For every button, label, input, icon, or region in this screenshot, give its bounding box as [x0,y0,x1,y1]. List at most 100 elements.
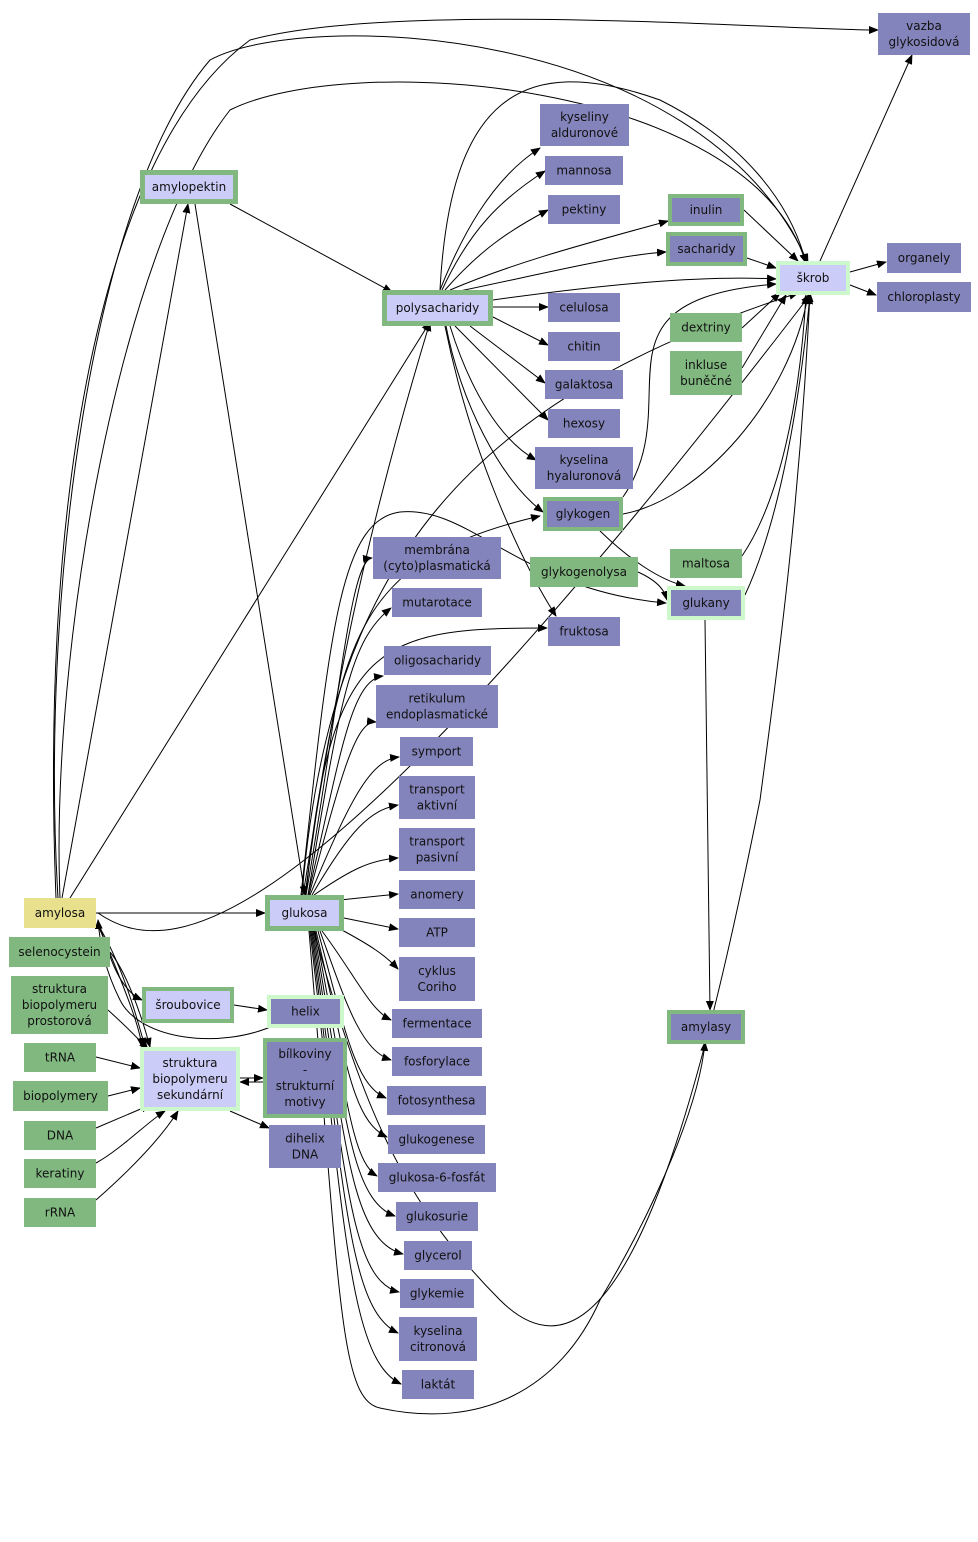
node-glukosa[interactable]: glukosa [265,895,344,931]
node-label: symport [412,745,462,759]
node-box [392,1009,482,1038]
node-label-line: celulosa [559,301,608,315]
node-celulosa[interactable]: celulosa [548,293,620,322]
node-label: keratiny [36,1167,85,1181]
node-fotosynthesa[interactable]: fotosynthesa [387,1086,486,1115]
node-glukogenese[interactable]: glukogenese [388,1125,485,1154]
node-skrob[interactable]: škrob [776,261,850,295]
node-organely[interactable]: organely [887,243,961,273]
node-glukosurie[interactable]: glukosurie [396,1202,478,1231]
node-label-line: biopolymeru [152,1072,227,1086]
node-box [24,1198,96,1227]
node-selenocystein[interactable]: selenocystein [9,937,110,967]
node-label-line: glykemie [410,1287,464,1301]
node-maltosa[interactable]: maltosa [670,549,742,578]
node-rrna[interactable]: rRNA [24,1198,96,1227]
node-label: chitin [567,340,600,354]
edge-arrow [343,917,399,932]
node-label-line: DNA [292,1148,319,1162]
node-label-line: strukturní [276,1079,335,1093]
node-mannosa[interactable]: mannosa [545,156,623,185]
node-fermentace[interactable]: fermentace [392,1009,482,1038]
edge-arrow [319,930,392,1062]
node-label-line: škrob [797,271,830,285]
node-label: glukogenese [398,1133,474,1147]
node-trna[interactable]: tRNA [24,1043,96,1072]
node-anomery[interactable]: anomery [399,880,475,909]
node-keratiny[interactable]: keratiny [24,1159,96,1188]
node-label-line: rRNA [45,1206,76,1220]
node-amylosa[interactable]: amylosa [24,898,96,928]
node-label: glykemie [410,1287,464,1301]
node-amylasy[interactable]: amylasy [667,1010,745,1044]
edge-arrow [492,316,549,346]
node-glukosa-6-fosfat[interactable]: glukosa-6-fosfát [378,1163,496,1192]
node-dextriny[interactable]: dextriny [670,313,742,342]
node-dna[interactable]: DNA [24,1121,96,1150]
node-fruktosa[interactable]: fruktosa [548,617,620,646]
edge-arrow [741,294,787,369]
node-glykogen[interactable]: glykogen [543,497,623,531]
node-label-line: kyseliny [560,110,609,124]
edge-arrow [321,930,392,1021]
node-chitin[interactable]: chitin [548,332,620,361]
node-label: anomery [410,888,463,902]
edge-arrow [849,284,877,296]
node-inulin[interactable]: inulin [668,194,744,226]
node-biopolymery[interactable]: biopolymery [13,1081,108,1111]
node-sroubovice[interactable]: šroubovice [142,987,234,1023]
edge-arrow [469,325,546,384]
node-chloroplasty[interactable]: chloroplasty [877,282,971,312]
node-box [540,104,629,146]
node-glykogenolysa[interactable]: glykogenolysa [530,557,638,587]
node-box [670,313,742,342]
node-box [404,1241,472,1270]
node-amylopektin[interactable]: amylopektin [140,170,238,204]
node-box [545,156,623,185]
node-glycerol[interactable]: glycerol [404,1241,472,1270]
node-box [670,549,742,578]
node-membrana[interactable]: membrána(cyto)plasmatická [373,537,501,579]
node-label-line: motivy [284,1095,325,1109]
node-laktat[interactable]: laktát [402,1370,474,1399]
node-label-line: kyselina [414,1324,463,1338]
node-helix[interactable]: helix [267,995,344,1028]
node-pektiny[interactable]: pektiny [548,195,620,224]
node-box [548,409,620,438]
node-fosforylace[interactable]: fosforylace [392,1047,482,1076]
node-hexosy[interactable]: hexosy [548,409,620,438]
node-mutarotace[interactable]: mutarotace [392,588,482,617]
node-oligosacharidy[interactable]: oligosacharidy [384,646,491,675]
node-label-line: (cyto)plasmatická [383,559,490,573]
node-sacharidy[interactable]: sacharidy [666,232,747,266]
node-label-line: maltosa [682,557,730,571]
node-label: laktát [421,1378,456,1392]
node-label-line: helix [291,1005,320,1019]
node-box [388,1125,485,1154]
node-label-line: sacharidy [677,242,735,256]
node-glukany[interactable]: glukany [667,586,745,620]
edge-arrow [107,1086,141,1097]
node-atp[interactable]: ATP [399,918,475,947]
node-galaktosa[interactable]: galaktosa [545,370,623,399]
node-polysacharidy[interactable]: polysacharidy [382,290,493,326]
node-symport[interactable]: symport [400,737,473,766]
node-glykemie[interactable]: glykemie [400,1279,474,1308]
node-box [780,265,846,291]
